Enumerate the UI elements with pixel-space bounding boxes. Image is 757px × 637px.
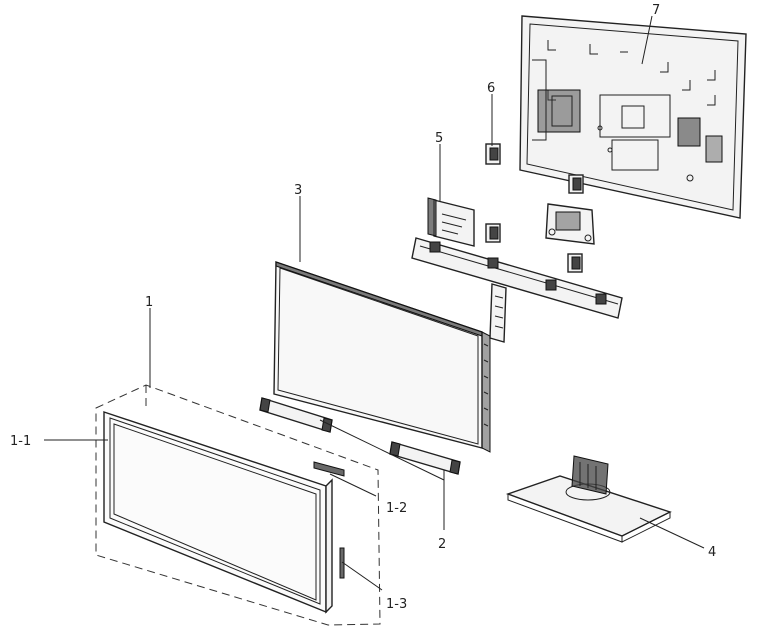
part-7-rear-cover <box>519 15 747 219</box>
part-6-holders <box>485 143 584 273</box>
label-part-3: 3 <box>294 183 302 198</box>
label-part-2: 2 <box>438 537 446 552</box>
bracket-bar <box>411 237 623 319</box>
label-part-1-3: 1-3 <box>386 597 407 612</box>
label-part-1-2: 1-2 <box>386 501 407 516</box>
label-part-4: 4 <box>708 545 716 560</box>
leader-lines <box>44 15 705 591</box>
part-5-board <box>427 197 475 247</box>
part-1-front-assembly <box>95 384 381 626</box>
label-part-6: 6 <box>487 81 495 96</box>
side-board <box>489 283 507 343</box>
label-part-7: 7 <box>652 3 660 18</box>
callout-labels: 7 6 5 3 1 1-1 1-2 2 4 1-3 <box>10 3 716 612</box>
part-3-panel <box>273 261 491 453</box>
label-part-1: 1 <box>145 295 153 310</box>
label-part-5: 5 <box>435 131 443 146</box>
label-part-1-1: 1-1 <box>10 434 31 449</box>
stand-bracket <box>545 203 595 245</box>
part-4-stand <box>505 455 672 543</box>
part-2-speakers <box>259 397 461 475</box>
